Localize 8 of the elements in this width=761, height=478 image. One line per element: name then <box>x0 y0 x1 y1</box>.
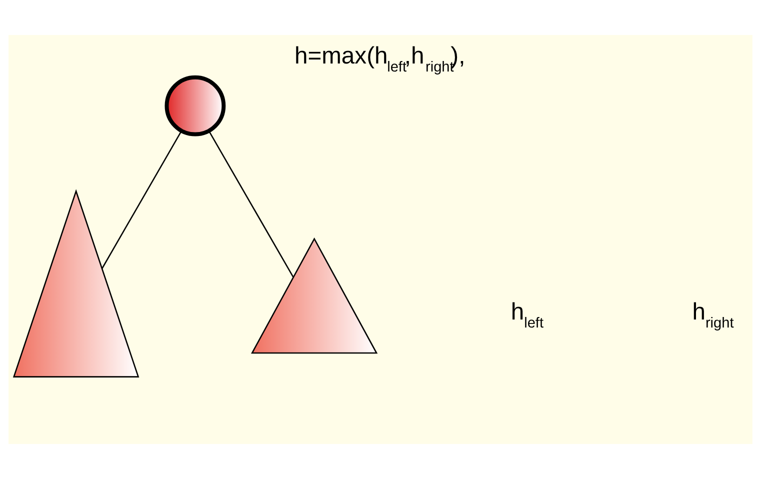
diagram-title: h=max(h$_{left}$,h$_{right}$), <box>294 42 466 75</box>
node-circle <box>164 74 226 136</box>
label: h$_{left}$ <box>510 298 544 331</box>
node-triangle <box>12 188 140 377</box>
connector <box>208 130 294 277</box>
connector <box>102 130 182 268</box>
label: h$_{right}$ <box>692 298 734 331</box>
node-triangle <box>251 236 378 354</box>
